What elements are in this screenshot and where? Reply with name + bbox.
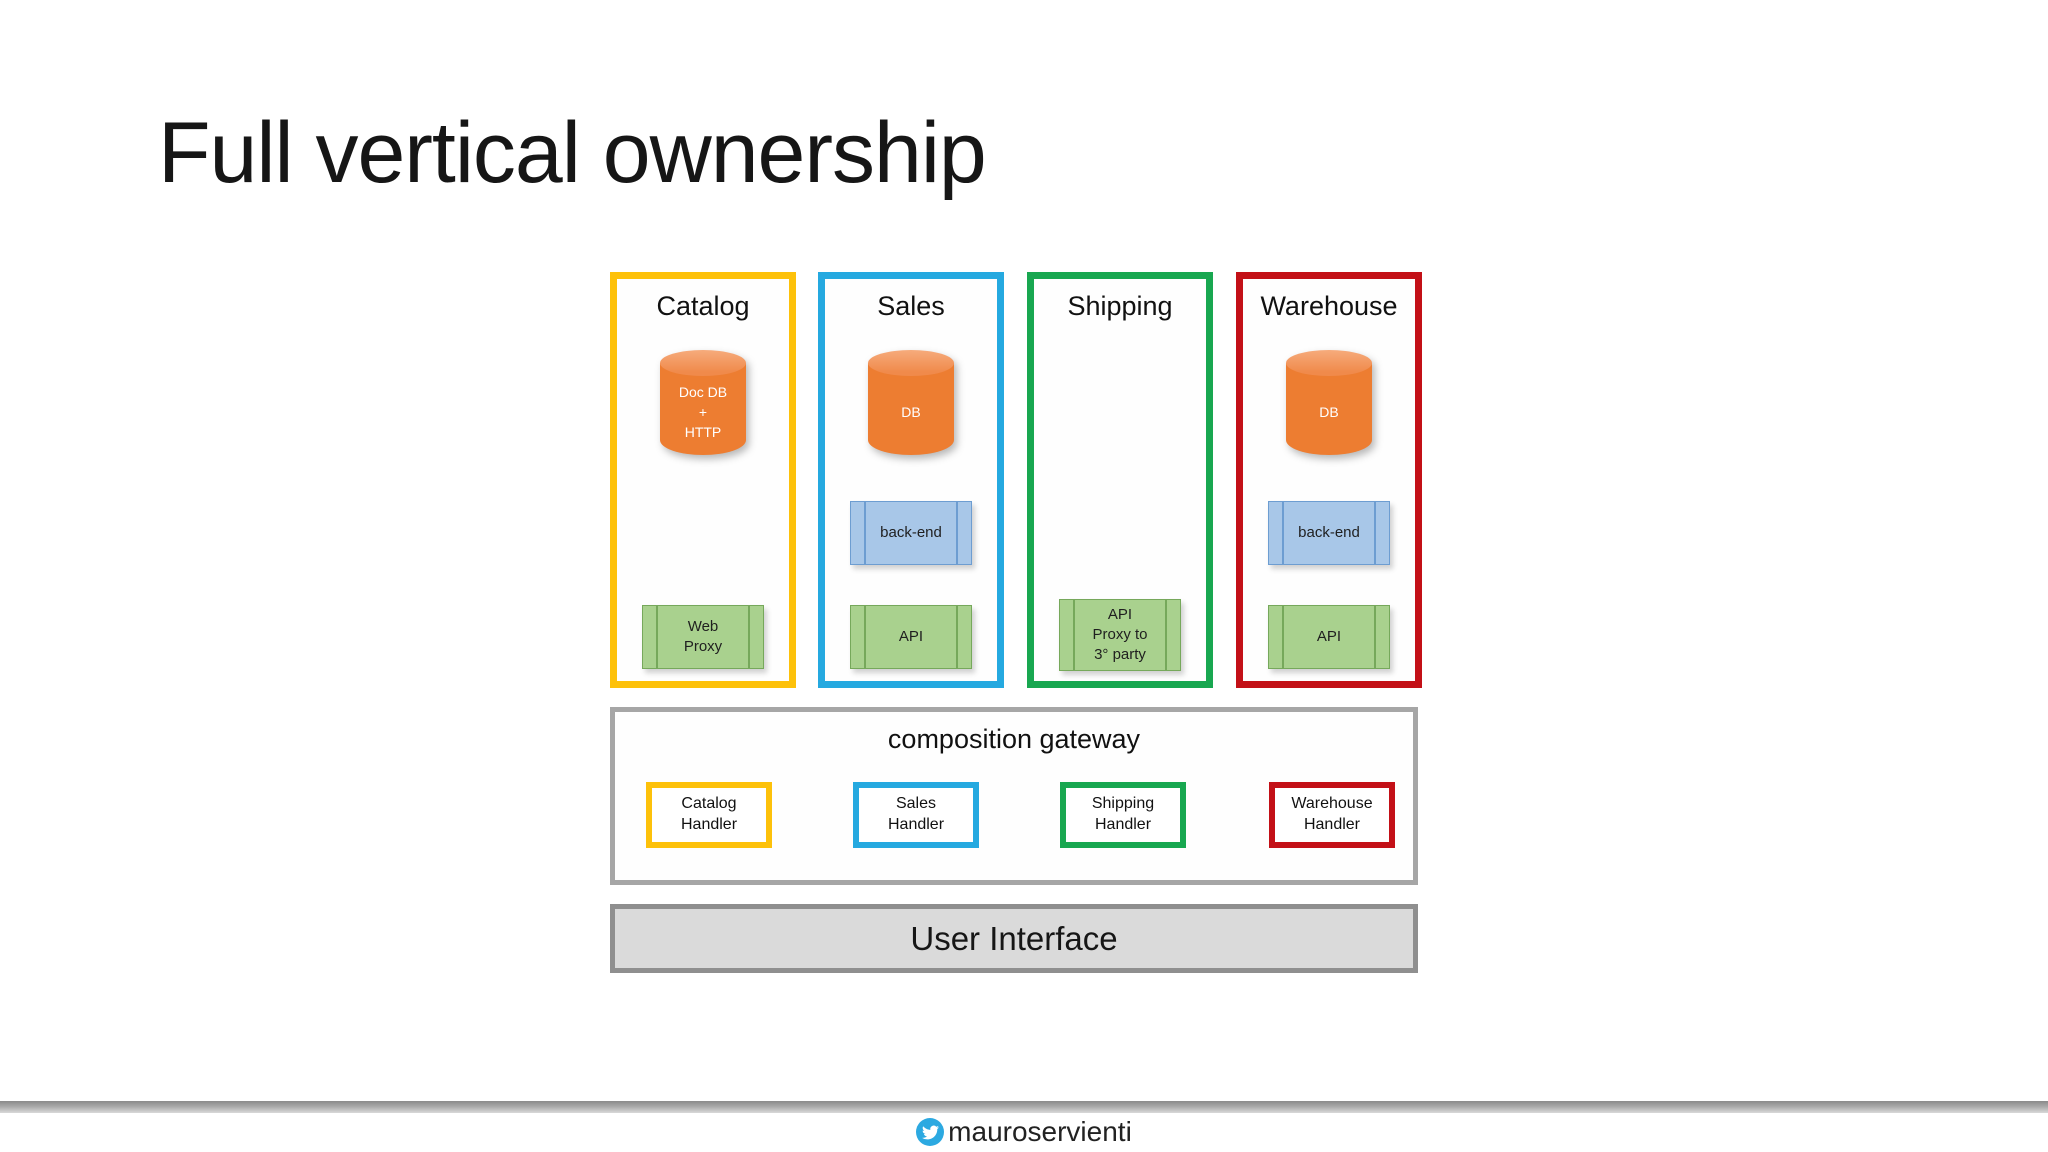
service-box-shipping: Shipping API Proxy to 3° party <box>1027 272 1213 688</box>
process-label: API Proxy to 3° party <box>1092 605 1148 664</box>
handler-label: Catalog Handler <box>680 795 738 833</box>
database-cylinder-icon: DB <box>868 350 954 455</box>
composition-gateway-box: composition gateway Catalog Handler Sale… <box>610 707 1418 885</box>
database-cylinder-icon: DB <box>1286 350 1372 455</box>
process-web-proxy: Web Proxy <box>642 605 764 669</box>
service-title-sales: Sales <box>877 291 945 321</box>
handler-sales: Sales Handler <box>853 782 979 848</box>
process-label: back-end <box>880 523 942 541</box>
process-label: API <box>1316 627 1342 645</box>
service-box-sales: Sales DB back-end API <box>818 272 1004 688</box>
process-label: API <box>898 627 924 645</box>
service-box-warehouse: Warehouse DB back-end API <box>1236 272 1422 688</box>
process-label: Web Proxy <box>683 617 723 655</box>
footer: mauroservienti <box>0 1116 2048 1148</box>
handler-label: Shipping Handler <box>1091 795 1155 833</box>
database-label: DB <box>1319 403 1339 420</box>
process-api-proxy: API Proxy to 3° party <box>1059 599 1181 671</box>
service-title-shipping: Shipping <box>1067 291 1173 321</box>
user-interface-label: User Interface <box>910 919 1118 957</box>
handler-label: Warehouse Handler <box>1291 795 1373 833</box>
gateway-title: composition gateway <box>887 724 1141 754</box>
process-back-end: back-end <box>1268 501 1390 565</box>
database-cylinder-icon: Doc DB + HTTP <box>660 350 746 455</box>
slide-title: Full vertical ownership <box>158 105 987 201</box>
process-label: back-end <box>1298 523 1360 541</box>
process-api: API <box>850 605 972 669</box>
twitter-icon <box>916 1118 945 1146</box>
service-box-catalog: Catalog Doc DB + HTTP Web Proxy <box>610 272 796 688</box>
handler-catalog: Catalog Handler <box>646 782 772 848</box>
database-label: DB <box>901 403 921 420</box>
process-api: API <box>1268 605 1390 669</box>
database-label: Doc DB + HTTP <box>678 383 728 441</box>
service-title-catalog: Catalog <box>656 291 750 321</box>
footer-twitter-handle: mauroservienti <box>948 1116 1132 1147</box>
process-back-end: back-end <box>850 501 972 565</box>
handler-label: Sales Handler <box>887 795 945 833</box>
footer-divider <box>0 1101 2048 1113</box>
service-title-warehouse: Warehouse <box>1260 291 1398 321</box>
handler-warehouse: Warehouse Handler <box>1269 782 1395 848</box>
user-interface-bar: User Interface <box>610 904 1418 973</box>
handler-shipping: Shipping Handler <box>1060 782 1186 848</box>
